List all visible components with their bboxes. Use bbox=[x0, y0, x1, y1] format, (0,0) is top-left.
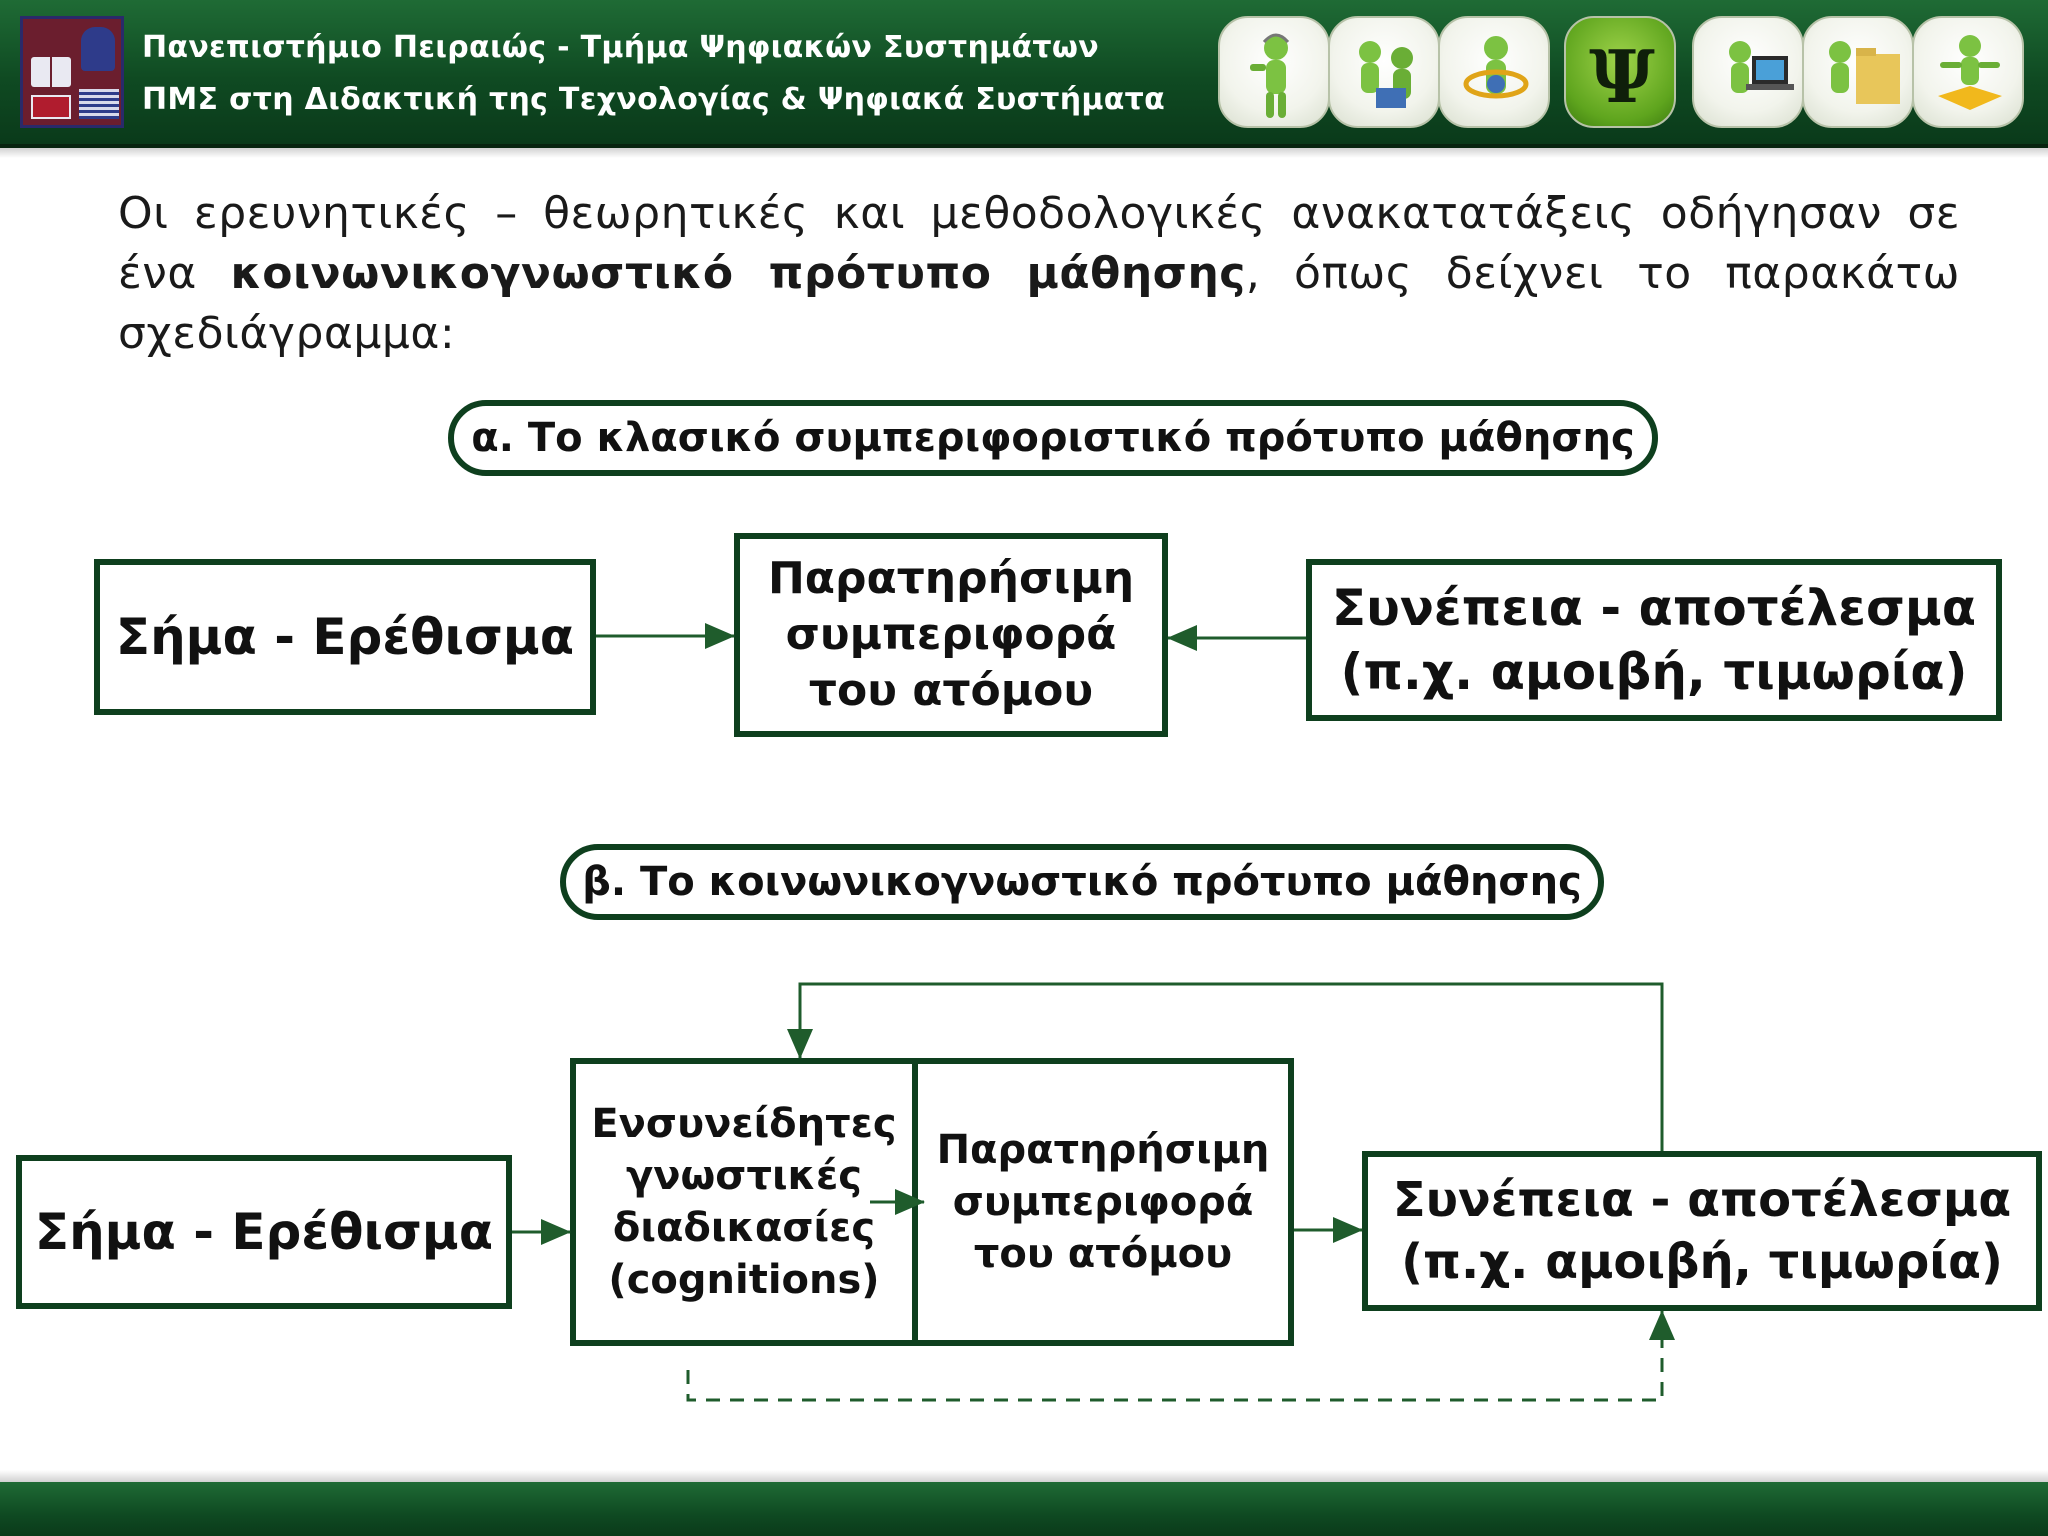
footer-bar bbox=[0, 1470, 2048, 1536]
intro-text-bold: κοινωνικογνωστικό πρότυπο μάθησης bbox=[230, 248, 1246, 299]
psi-head-icon: Ψ bbox=[1564, 16, 1676, 128]
b-behavior-line: του ατόμου bbox=[973, 1231, 1233, 1277]
person-puzzle-icon bbox=[1912, 16, 2024, 128]
b-feedback-loop-arrow bbox=[787, 982, 1664, 1151]
header-title-university: Πανεπιστήμιο Πειραιώς - Τμήμα Ψηφιακών Σ… bbox=[142, 30, 1099, 65]
header-icon-strip: Ψ bbox=[1218, 16, 2038, 128]
a-behavior-line: Παρατηρήσιμη bbox=[767, 553, 1135, 604]
header-bar: Πανεπιστήμιο Πειραιώς - Τμήμα Ψηφιακών Σ… bbox=[0, 0, 2048, 158]
person-folder-icon bbox=[1802, 16, 1914, 128]
a-consequence-box: Συνέπεια - αποτέλεσμα (π.χ. αμοιβή, τιμω… bbox=[1306, 559, 2002, 721]
b-cognitions-box: Ενσυνείδητες γνωστικές διαδικασίες (cogn… bbox=[570, 1058, 918, 1346]
b-cognitions-line: γνωστικές bbox=[626, 1153, 862, 1199]
b-cognitions-line: Ενσυνείδητες bbox=[591, 1101, 897, 1147]
b-consequence-box: Συνέπεια - αποτέλεσμα (π.χ. αμοιβή, τιμω… bbox=[1362, 1151, 2042, 1311]
b-stimulus-box: Σήμα - Ερέθισμα bbox=[16, 1155, 512, 1309]
b-dashed-loop-arrow bbox=[686, 1310, 1675, 1402]
b-cognitions-line: (cognitions) bbox=[608, 1257, 880, 1303]
a-stimulus-box: Σήμα - Ερέθισμα bbox=[94, 559, 596, 715]
a-consequence-line: Συνέπεια - αποτέλεσμα bbox=[1331, 579, 1977, 637]
a-behavior-line: συμπεριφορά bbox=[785, 609, 1117, 660]
b-consequence-line: (π.χ. αμοιβή, τιμωρία) bbox=[1401, 1234, 2003, 1290]
intro-paragraph: Οι ερευνητικές – θεωρητικές και μεθοδολο… bbox=[118, 184, 1960, 364]
intro-text-part1: Οι ερευνητικές – θεωρητικές και μεθοδολο… bbox=[118, 188, 1960, 299]
svg-text:Ψ: Ψ bbox=[1589, 34, 1655, 119]
b-behavior-line: συμπεριφορά bbox=[952, 1179, 1254, 1225]
b-consequence-line: Συνέπεια - αποτέλεσμα bbox=[1392, 1172, 2012, 1228]
intro-text-part2: , όπως δείχνει το παρακάτω σχεδιάγραμμα: bbox=[118, 248, 1960, 359]
university-logo bbox=[20, 16, 124, 128]
b-cognitions-line: διαδικασίες bbox=[612, 1205, 876, 1251]
section-a-title: α. Το κλασικό συμπεριφοριστικό πρότυπο μ… bbox=[448, 400, 1658, 476]
a-consequence-line: (π.χ. αμοιβή, τιμωρία) bbox=[1340, 643, 1968, 701]
b-stimulus-label: Σήμα - Ερέθισμα bbox=[34, 1203, 494, 1261]
a-behavior-line: του ατόμου bbox=[808, 665, 1094, 716]
a-behavior-box: Παρατηρήσιμη συμπεριφορά του ατόμου bbox=[734, 533, 1168, 737]
a-stimulus-label: Σήμα - Ερέθισμα bbox=[115, 608, 575, 666]
section-b-title: β. Το κοινωνικογνωστικό πρότυπο μάθησης bbox=[560, 844, 1604, 920]
header-title-program: ΠΜΣ στη Διδακτική της Τεχνολογίας & Ψηφι… bbox=[142, 82, 1165, 117]
person-globe-icon bbox=[1438, 16, 1550, 128]
person-headset-icon bbox=[1218, 16, 1330, 128]
b-behavior-line: Παρατηρήσιμη bbox=[936, 1127, 1270, 1173]
people-books-icon bbox=[1328, 16, 1440, 128]
